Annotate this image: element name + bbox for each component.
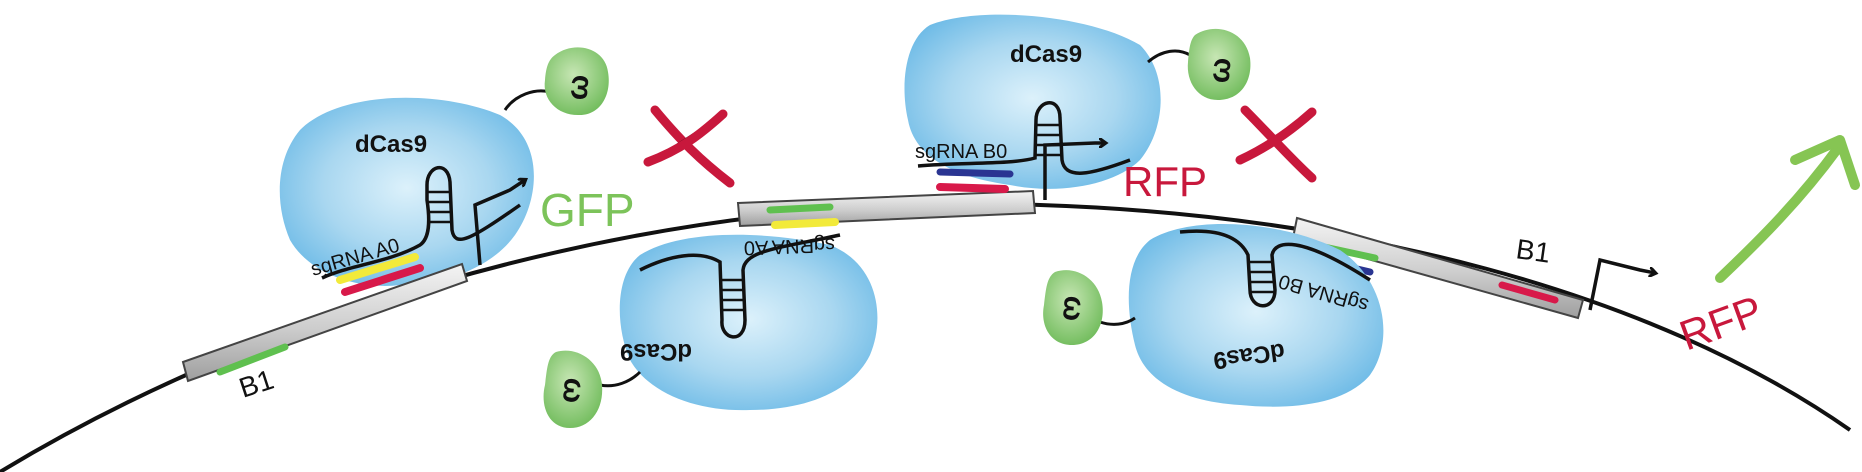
- omega-blob: [544, 47, 609, 116]
- omega-connector: [1099, 316, 1136, 326]
- red-binding-bar: [936, 183, 1009, 193]
- omega-label: ω: [1056, 295, 1091, 323]
- hairpin-rungs: [1250, 260, 1275, 294]
- omega-label: ω: [1203, 56, 1238, 84]
- rfp-label: RFP: [1673, 286, 1768, 359]
- bent-arrow-icon: [1043, 143, 1105, 200]
- omega-blob: [1043, 270, 1103, 345]
- dcas9-blob: [904, 14, 1161, 189]
- b1-label-right: B1: [1514, 233, 1552, 268]
- b1-label-left: B1: [235, 364, 277, 404]
- sgrna-a0-target-bar: [771, 218, 839, 229]
- sgrna-b0-target-bar: [936, 168, 1014, 178]
- hairpin-rungs: [428, 190, 451, 224]
- up-arrow-icon: [1715, 135, 1860, 283]
- green-bar: [766, 203, 834, 214]
- red-binding-bar: [341, 264, 424, 296]
- x-mark-icon: [1235, 105, 1317, 183]
- x-mark-icon: [643, 105, 735, 188]
- dcas9-blob: [619, 234, 878, 411]
- dcas9-label: dCas9: [355, 131, 427, 158]
- omega-connector: [599, 370, 642, 388]
- dna-segment: [736, 189, 1037, 228]
- sgrna-hairpin: [639, 233, 841, 339]
- sgrna-hairpin: [1179, 229, 1371, 308]
- omega-label: ω: [556, 377, 591, 405]
- dcas9-blob: [1128, 223, 1384, 407]
- unit-lower-right: dCas9 sgRNA B0 ω B1 RFP: [1043, 135, 1860, 407]
- rfp-label: RFP: [1123, 158, 1207, 205]
- unit-upper-right: dCas9 ω sgRNA B0 RFP: [904, 14, 1317, 205]
- sgrna-a0-target-bar: [336, 253, 419, 284]
- omega-label: ω: [560, 73, 595, 101]
- dcas9-label: dCas9: [1010, 41, 1082, 68]
- dcas9-blob: [279, 97, 534, 286]
- sgrna-hairpin: [917, 101, 1131, 175]
- dna-segment: [181, 262, 469, 383]
- b1-site-bar: [216, 343, 289, 376]
- bent-arrow-icon: [473, 180, 525, 266]
- omega-blob: [1187, 28, 1251, 101]
- sgrna-b0-label: sgRNA B0: [915, 141, 1007, 163]
- unit-left: dCas9 ω sgRNA A0 GFP B1: [181, 47, 735, 404]
- b1-site-bar: [1498, 281, 1559, 304]
- omega-connector: [503, 89, 551, 111]
- sgrna-hairpin: [321, 166, 522, 280]
- bent-arrow-icon: [1588, 257, 1655, 311]
- dcas9-label: dCas9: [620, 338, 692, 365]
- dna-segment: [1291, 216, 1585, 320]
- unit-middle: dCas9 sgRNA A0 ω: [543, 189, 1037, 428]
- hairpin-rungs: [722, 278, 744, 312]
- sgrna-a0-label: sgRNA A0: [744, 233, 836, 258]
- omega-connector: [1147, 49, 1191, 64]
- gfp-label: GFP: [540, 184, 635, 236]
- omega-blob: [543, 350, 603, 428]
